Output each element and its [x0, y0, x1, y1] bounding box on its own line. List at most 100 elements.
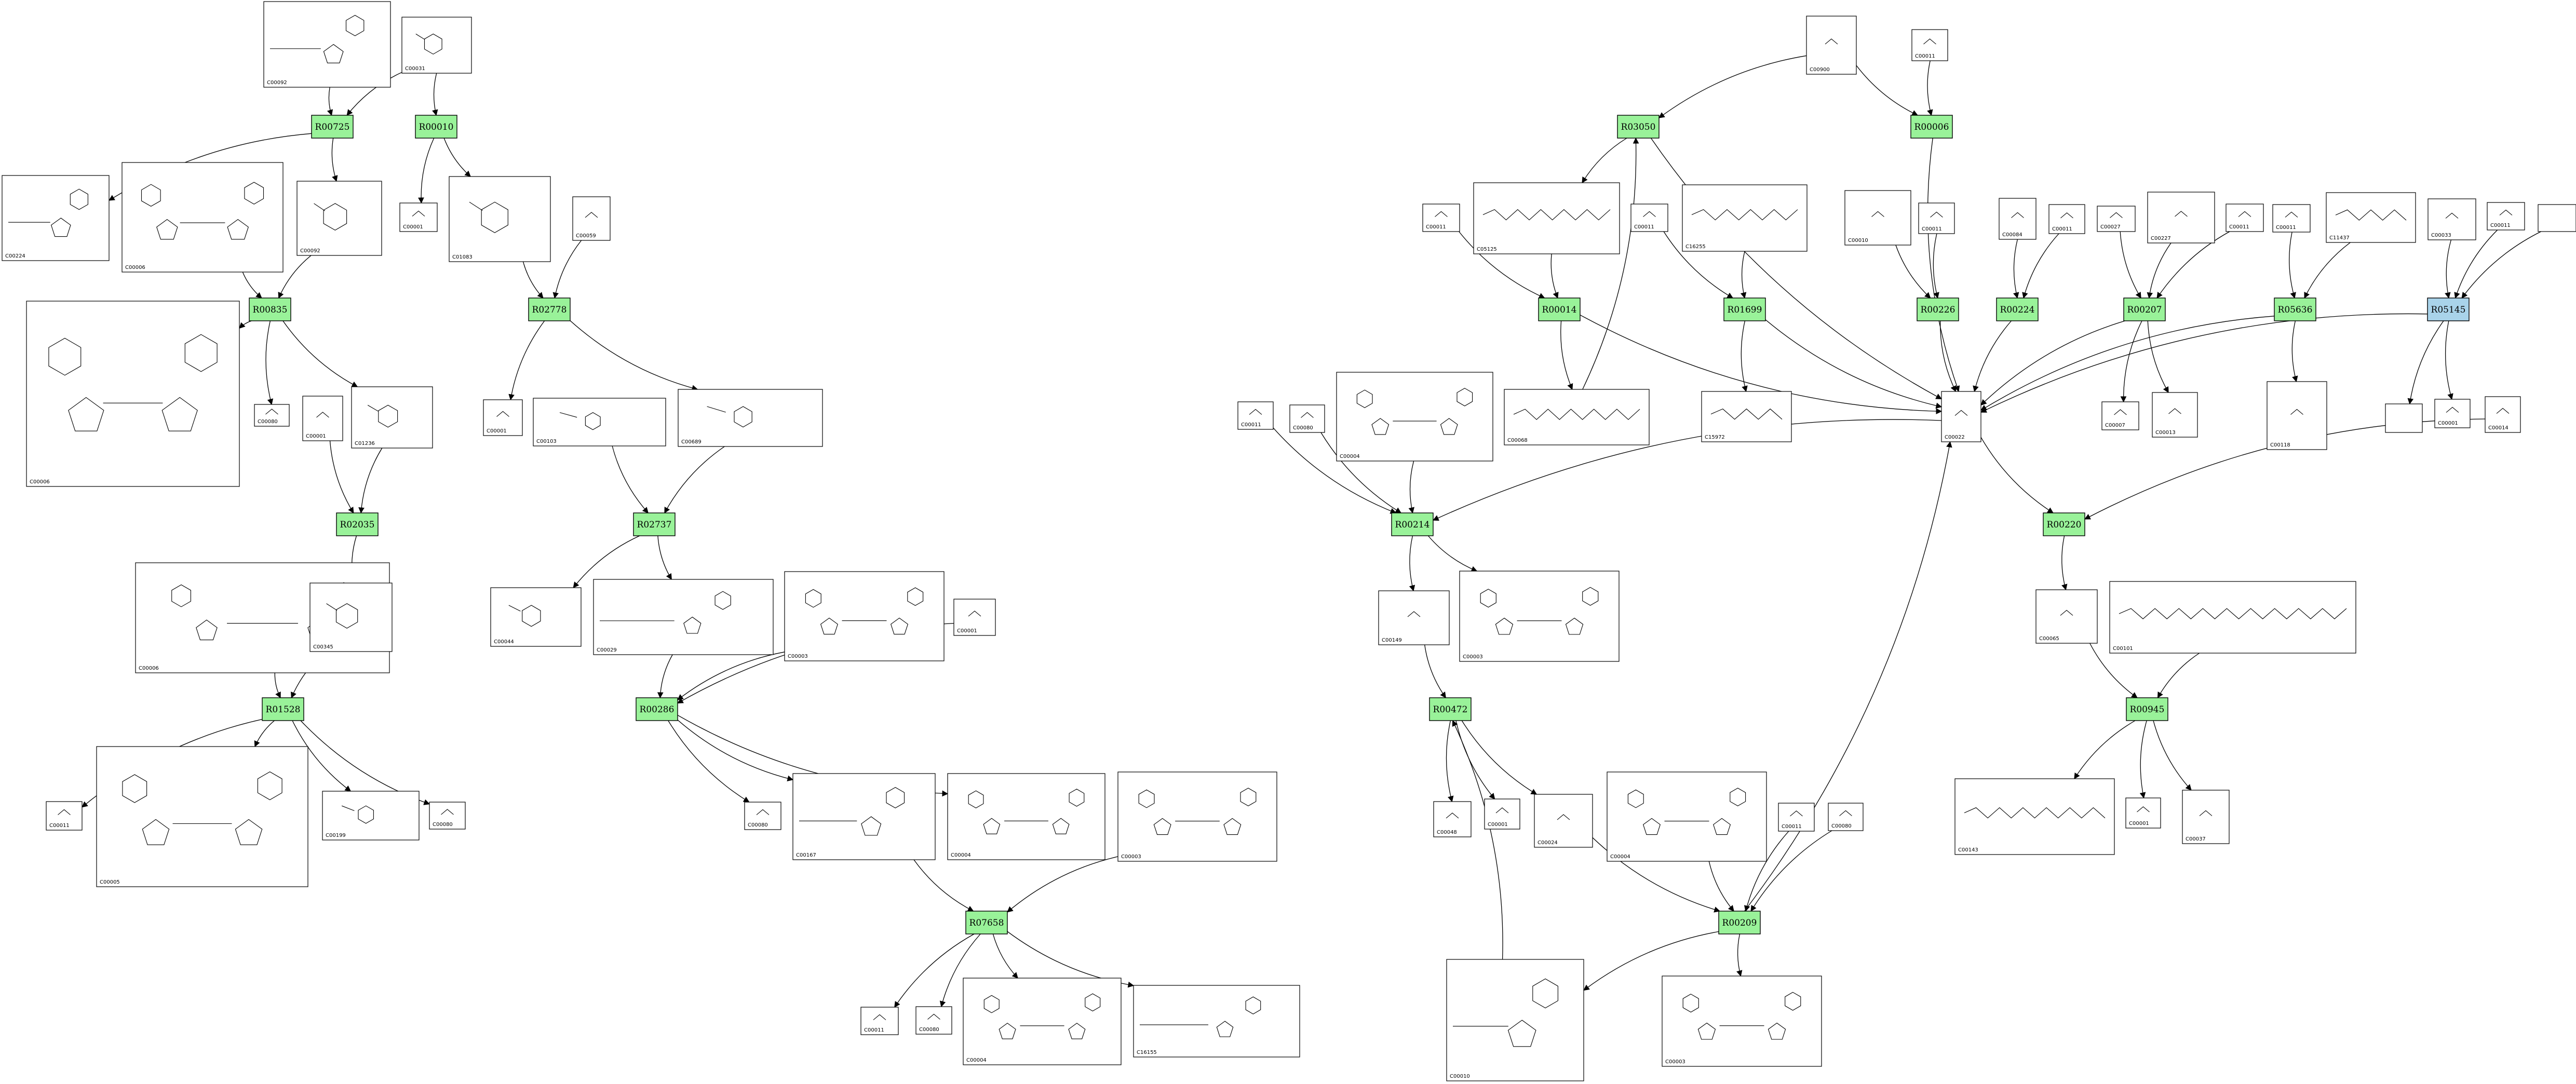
- reaction-node[interactable]: R00725: [311, 115, 354, 139]
- compound-node[interactable]: C00007: [2101, 401, 2139, 430]
- compound-node[interactable]: C00080: [1828, 803, 1864, 831]
- reaction-node[interactable]: R02737: [633, 512, 676, 536]
- reaction-node[interactable]: R05636: [2274, 297, 2316, 321]
- compound-node[interactable]: C00224: [2, 175, 110, 261]
- compound-node[interactable]: C00011: [1918, 202, 1955, 234]
- compound-node[interactable]: C00080: [254, 404, 290, 427]
- compound-node[interactable]: C00065: [2035, 589, 2098, 644]
- compound-node[interactable]: C05125: [1473, 182, 1620, 254]
- compound-node[interactable]: C00037: [2182, 790, 2230, 844]
- reaction-node[interactable]: R00006: [1910, 115, 1953, 139]
- compound-node[interactable]: C00044: [490, 587, 582, 647]
- reaction-node[interactable]: R00835: [249, 297, 291, 321]
- compound-node[interactable]: C00149: [1378, 590, 1450, 645]
- compound-node[interactable]: C00092: [296, 181, 382, 256]
- compound-node[interactable]: C00167: [792, 773, 936, 860]
- compound-node[interactable]: C00011: [1778, 803, 1815, 832]
- compound-node[interactable]: C00011: [2226, 204, 2264, 232]
- compound-node[interactable]: C00004: [1607, 771, 1767, 862]
- compound-node[interactable]: C00001: [399, 202, 438, 232]
- compound-node[interactable]: C00001: [1484, 798, 1520, 830]
- compound-node[interactable]: C00033: [2427, 198, 2476, 240]
- reaction-node[interactable]: R00226: [1917, 297, 1959, 321]
- compound-node[interactable]: C00001: [2125, 797, 2161, 829]
- compound-node[interactable]: C00080: [744, 802, 781, 830]
- compound-node[interactable]: C00001: [302, 396, 343, 441]
- compound-node[interactable]: C00031: [401, 17, 472, 74]
- compound-node[interactable]: C00199: [322, 791, 420, 841]
- compound-node[interactable]: C00011: [860, 1007, 899, 1035]
- compound-node[interactable]: C00011: [2487, 202, 2525, 231]
- compound-node[interactable]: C00003: [1117, 771, 1277, 862]
- compound-node[interactable]: C00011: [1630, 204, 1668, 232]
- compound-node[interactable]: C01236: [351, 386, 433, 449]
- compound-node[interactable]: C00001: [2434, 399, 2471, 428]
- reaction-node[interactable]: R02035: [336, 512, 379, 536]
- compound-node[interactable]: C00010: [1844, 190, 1911, 246]
- reaction-node[interactable]: R00214: [1391, 512, 1434, 536]
- compound-node[interactable]: C00689: [678, 389, 823, 447]
- compound-node[interactable]: C00227: [2147, 192, 2215, 243]
- compound-node[interactable]: C00004: [963, 978, 1122, 1065]
- reaction-node[interactable]: R00286: [636, 697, 678, 721]
- compound-node[interactable]: C00003: [784, 571, 945, 661]
- reaction-node[interactable]: R01528: [262, 697, 304, 721]
- reaction-node[interactable]: R00472: [1429, 697, 1472, 721]
- compound-node[interactable]: [2538, 204, 2576, 232]
- reaction-node[interactable]: R00014: [1538, 297, 1581, 321]
- compound-node[interactable]: C00011: [1422, 204, 1460, 232]
- compound-node[interactable]: C00048: [1433, 801, 1472, 837]
- compound-node[interactable]: C16155: [1133, 985, 1300, 1058]
- reaction-node[interactable]: R00224: [1996, 297, 2039, 321]
- compound-node[interactable]: C00011: [1237, 401, 1274, 430]
- reaction-node[interactable]: R00010: [415, 115, 457, 139]
- compound-node[interactable]: C00059: [572, 196, 611, 241]
- compound-node[interactable]: C00003: [1459, 571, 1620, 662]
- compound-node[interactable]: C00001: [483, 399, 523, 436]
- compound-node[interactable]: C00080: [915, 1006, 952, 1035]
- compound-node[interactable]: C00080: [1289, 404, 1325, 433]
- reaction-node[interactable]: R00209: [1718, 911, 1761, 934]
- compound-node[interactable]: C00101: [2109, 581, 2356, 654]
- compound-node[interactable]: C00027: [2097, 206, 2136, 232]
- compound-node[interactable]: C00014: [2485, 396, 2521, 433]
- compound-node[interactable]: C00001: [953, 599, 996, 636]
- compound-node[interactable]: C15972: [1701, 391, 1792, 442]
- compound-node[interactable]: C00029: [593, 579, 774, 655]
- compound-node[interactable]: C00006: [122, 162, 284, 273]
- compound-node[interactable]: C01083: [449, 176, 551, 262]
- reaction-node[interactable]: R05145: [2427, 297, 2470, 321]
- compound-node[interactable]: C00118: [2267, 381, 2327, 450]
- compound-node[interactable]: C00011: [46, 801, 83, 831]
- reaction-node[interactable]: R00207: [2123, 297, 2166, 321]
- compound-node[interactable]: C00103: [533, 398, 666, 446]
- compound-node[interactable]: C00068: [1504, 389, 1650, 445]
- reaction-node[interactable]: R03050: [1617, 115, 1660, 139]
- reaction-node[interactable]: R00945: [2126, 697, 2168, 721]
- reaction-node[interactable]: R00220: [2043, 512, 2085, 536]
- compound-node[interactable]: C00143: [1954, 778, 2115, 855]
- compound-node[interactable]: C00004: [947, 773, 1105, 860]
- reaction-node[interactable]: R01699: [1723, 297, 1766, 321]
- compound-node[interactable]: C00011: [1911, 29, 1948, 61]
- compound-node[interactable]: C00005: [96, 746, 308, 887]
- compound-node[interactable]: C00004: [1336, 372, 1493, 462]
- reaction-node[interactable]: R07658: [965, 911, 1008, 934]
- compound-node[interactable]: C00003: [1662, 975, 1822, 1067]
- compound-node[interactable]: C16255: [1682, 184, 1808, 252]
- compound-node[interactable]: C00345: [309, 582, 393, 652]
- compound-node[interactable]: C00011: [2272, 204, 2311, 233]
- compound-node[interactable]: C00900: [1806, 16, 1857, 75]
- compound-node[interactable]: C00022: [1941, 391, 1981, 442]
- compound-node[interactable]: [2385, 403, 2423, 433]
- compound-node[interactable]: C11437: [2326, 192, 2416, 243]
- compound-node[interactable]: C00024: [1534, 794, 1593, 848]
- reaction-node[interactable]: R02778: [528, 297, 571, 321]
- compound-node[interactable]: C00084: [1999, 198, 2036, 240]
- compound-node[interactable]: C00011: [2048, 204, 2085, 234]
- compound-node[interactable]: C00080: [429, 802, 466, 830]
- compound-node[interactable]: C00092: [263, 1, 391, 88]
- compound-node[interactable]: C00006: [26, 301, 240, 487]
- compound-node[interactable]: C00010: [1446, 959, 1584, 1081]
- compound-node[interactable]: C00013: [2152, 392, 2198, 438]
